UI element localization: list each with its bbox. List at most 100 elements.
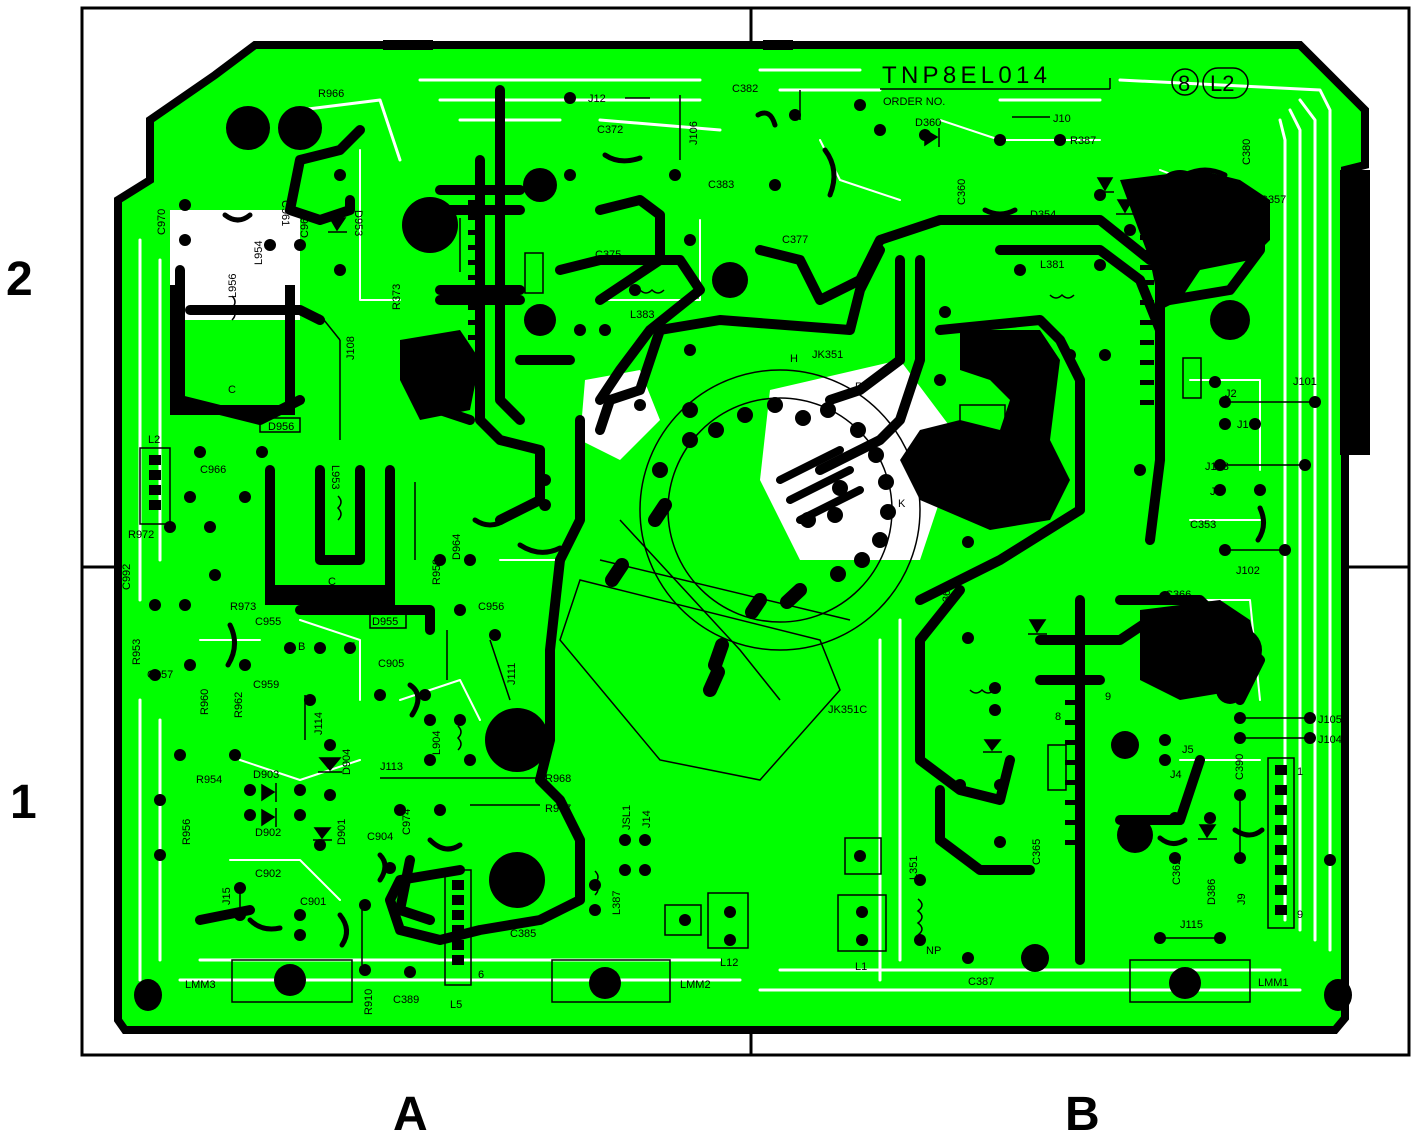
insulation-areas <box>170 210 960 560</box>
diodes <box>261 128 1217 841</box>
label-r954: R954 <box>196 774 222 786</box>
label-c-top: C <box>228 384 236 396</box>
label-l383: L383 <box>630 309 654 321</box>
label-j106: J106 <box>688 121 700 145</box>
label-d956: D956 <box>268 421 294 433</box>
label-lmm2: LMM2 <box>680 979 711 991</box>
label-c957: C957 <box>147 669 173 681</box>
capacitor-markers <box>222 110 1266 948</box>
label-h: H <box>790 353 798 365</box>
label-d955: D955 <box>372 616 398 628</box>
label-c905: C905 <box>378 658 404 670</box>
jumpers <box>239 90 1310 965</box>
label-jsl1: JSL1 <box>621 805 633 830</box>
label-r968: R968 <box>545 773 571 785</box>
label-r: R <box>855 381 863 393</box>
label-r967: R967 <box>545 803 571 815</box>
label-l387: L387 <box>611 891 623 915</box>
label-l954: L954 <box>253 241 265 265</box>
label-l2: L2 <box>148 434 160 446</box>
label-j104: J104 <box>1318 734 1342 746</box>
grid-col-a: A <box>393 1088 428 1138</box>
label-r910: R910 <box>363 989 375 1015</box>
label-d903: D903 <box>253 769 279 781</box>
label-c956: C956 <box>478 601 504 613</box>
label-d351: D351 <box>1134 184 1146 210</box>
label-c966: C966 <box>200 464 226 476</box>
label-j103: J103 <box>1205 461 1229 473</box>
label-pin9: 9 <box>1297 909 1303 921</box>
label-c385: C385 <box>510 928 536 940</box>
label-c901: C901 <box>300 896 326 908</box>
label-c383: C383 <box>708 179 734 191</box>
label-c961: C961 <box>279 200 291 226</box>
label-c380: C380 <box>1241 139 1253 165</box>
label-pin8: 8 <box>1055 711 1061 723</box>
label-d953: D953 <box>352 210 364 236</box>
label-l1: L1 <box>855 961 867 973</box>
label-c353: C353 <box>1190 519 1216 531</box>
label-c-bottom: C <box>328 576 336 588</box>
label-c387: C387 <box>968 976 994 988</box>
label-j12: J12 <box>588 93 606 105</box>
board-marking: TNP8EL014 ORDER NO. 8 L2 <box>880 62 1249 108</box>
board-mark-8: 8 <box>1178 71 1190 96</box>
label-d354: D354 <box>1030 209 1056 221</box>
order-number-label: ORDER NO. <box>883 96 945 108</box>
mounting-holes <box>134 964 1352 1011</box>
transformer-pads <box>652 397 896 582</box>
label-d901: D901 <box>336 819 348 845</box>
large-pads <box>226 106 1270 972</box>
label-c357: C357 <box>1260 194 1286 206</box>
label-c362: C362 <box>1171 859 1183 885</box>
label-r373: R373 <box>391 284 403 310</box>
label-d360: D360 <box>915 117 941 129</box>
label-lmm3: LMM3 <box>185 979 216 991</box>
component-outlines <box>139 252 1295 1003</box>
label-c955: C955 <box>255 616 281 628</box>
grid-row-2: 2 <box>6 253 33 306</box>
label-jk351: JK351 <box>812 349 843 361</box>
label-j10: J10 <box>1053 113 1071 125</box>
label-r366: R366 <box>941 584 953 610</box>
label-b-bottom: B <box>298 641 305 653</box>
ic-pins <box>468 200 1154 845</box>
grid-row-1: 1 <box>10 776 37 829</box>
label-r973: R973 <box>230 601 256 613</box>
label-c390: C390 <box>1234 754 1246 780</box>
coils <box>230 288 1075 936</box>
label-c992: C992 <box>121 564 133 590</box>
label-j3: J3 <box>1210 486 1222 498</box>
label-j2: J2 <box>1225 388 1237 400</box>
label-pin9-ic: 9 <box>1105 691 1111 703</box>
grid-labels: 2 1 A B <box>6 253 1100 1138</box>
label-l381: L381 <box>1040 259 1064 271</box>
label-c965: C965 <box>299 212 311 238</box>
label-c970: C970 <box>156 209 168 235</box>
label-d964: D964 <box>451 534 463 560</box>
label-r953: R953 <box>131 639 143 665</box>
label-c372: C372 <box>597 124 623 136</box>
label-pin6: 6 <box>478 969 484 981</box>
label-j4: J4 <box>1170 769 1182 781</box>
label-j5: J5 <box>1182 744 1194 756</box>
label-j1: J1 <box>1237 419 1249 431</box>
label-j15: J15 <box>221 887 233 905</box>
label-c377: C377 <box>782 234 808 246</box>
label-j115: J115 <box>1180 919 1203 931</box>
label-c902: C902 <box>255 868 281 880</box>
label-l904: L904 <box>431 731 443 755</box>
label-j114: J114 <box>313 712 325 735</box>
label-c366: C366 <box>1165 589 1191 601</box>
label-r972: R972 <box>128 529 154 541</box>
label-d904: D904 <box>341 749 353 775</box>
label-l351: L351 <box>908 856 920 880</box>
label-j108: J108 <box>345 336 357 360</box>
label-k: K <box>898 498 906 510</box>
label-d902: D902 <box>255 827 281 839</box>
label-np: NP <box>926 945 941 957</box>
label-jk351c: JK351C <box>828 704 867 716</box>
heatsinks <box>170 285 395 605</box>
label-c382: C382 <box>732 83 758 95</box>
